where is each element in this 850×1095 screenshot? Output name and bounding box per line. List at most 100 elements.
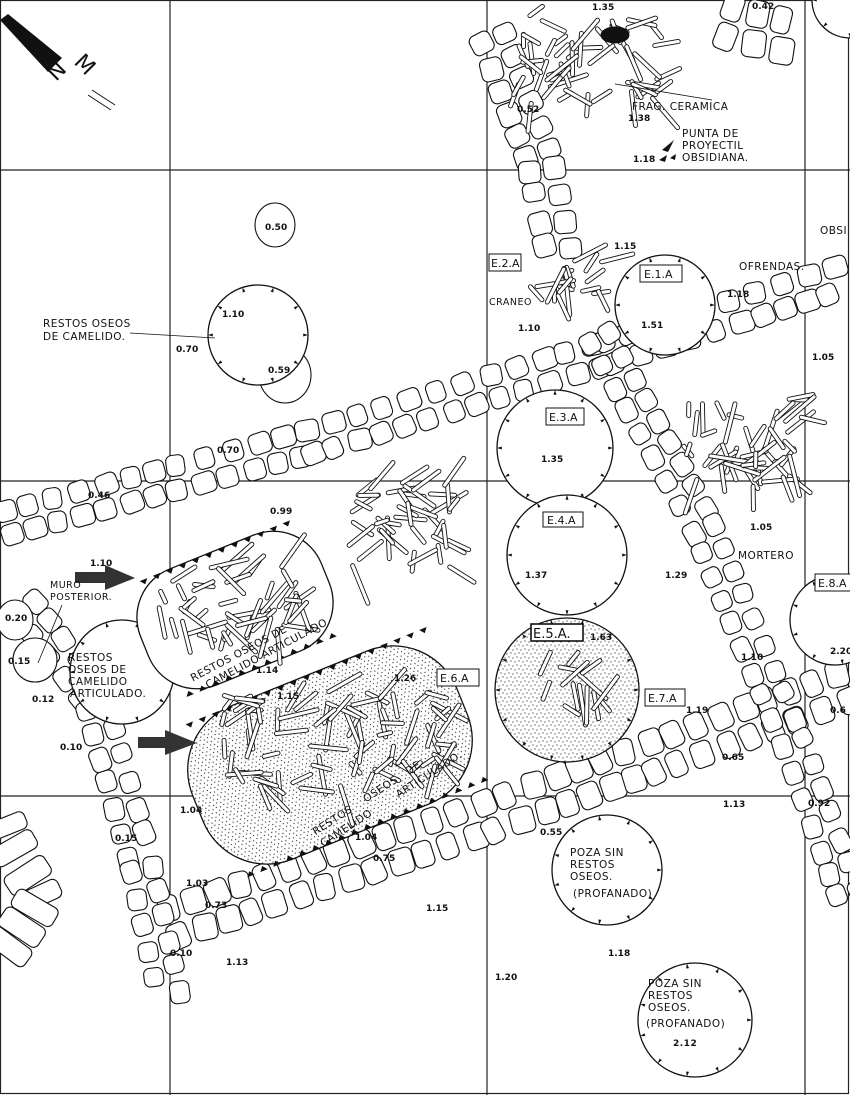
pit-tick [738, 989, 743, 994]
elevation-label: 1.37 [525, 571, 547, 581]
wall-stone [346, 403, 369, 428]
bone [346, 705, 368, 720]
pit-tick [614, 525, 619, 529]
bone [261, 750, 281, 759]
pit-tick [657, 868, 662, 872]
elevation-label: 1.51 [641, 321, 663, 331]
elevation-label: 1.10 [222, 310, 244, 320]
pit-tick [677, 347, 681, 353]
label-restos-articulado: ARTICULADO. [70, 688, 146, 700]
pit-tick [212, 680, 220, 687]
wall-stone [591, 354, 614, 377]
pit-tick [393, 637, 401, 644]
elevation-label: 1.26 [394, 674, 416, 684]
bone [544, 266, 567, 305]
bone [560, 659, 590, 688]
bone [400, 464, 430, 486]
bone [580, 658, 603, 676]
elevation-label: 0.10 [60, 743, 82, 753]
wall-stone [712, 537, 735, 560]
tag-e6a: E.6.A [440, 672, 469, 685]
bone [407, 547, 439, 567]
wall-stone [488, 385, 511, 410]
bone [541, 75, 563, 101]
elevation-label: 1.38 [628, 114, 650, 124]
pit-tick [243, 536, 251, 543]
pit-tick [135, 716, 139, 722]
label-restos-camelido: RESTOS OSEOS [43, 318, 131, 330]
bone [718, 463, 728, 494]
wall-stone [10, 888, 59, 928]
pit-tick [139, 578, 148, 585]
wall-stone [802, 753, 825, 776]
bone [428, 491, 458, 498]
bone [226, 750, 235, 779]
elevation-label: 2.20 [830, 647, 850, 657]
wall-stone [50, 625, 76, 653]
bone [346, 524, 375, 548]
wall-stone [313, 872, 336, 902]
bone [699, 401, 706, 436]
wall-stone [387, 846, 416, 877]
pit-tick [504, 419, 510, 423]
wall-stone [547, 183, 572, 207]
bone [400, 759, 425, 789]
bone [279, 532, 307, 570]
pit-tick [217, 305, 223, 310]
pit-tick [504, 473, 510, 477]
pit-tick [341, 658, 349, 665]
pit-tick [598, 815, 602, 821]
north-arrow-icon: N M [0, 14, 116, 111]
wall-stone [737, 722, 763, 752]
pit-tick [626, 915, 630, 921]
wall-stone [575, 780, 604, 811]
wall-stone [611, 737, 636, 767]
pit-tick [593, 503, 597, 508]
pit-tick [264, 659, 272, 666]
bone [787, 453, 803, 499]
wall-stone [554, 789, 580, 818]
pit-tick [105, 622, 109, 628]
wall-stone [110, 823, 133, 845]
pit-tick [823, 22, 828, 27]
bone [780, 474, 795, 503]
bone [252, 776, 279, 789]
wall-stone [270, 424, 298, 450]
bone [216, 566, 247, 597]
pit-tick [198, 716, 206, 723]
wall-stone [646, 408, 671, 435]
wall-stone [565, 361, 591, 387]
bone [373, 756, 395, 775]
pit-tick [607, 633, 612, 639]
elevation-label: 0.50 [265, 223, 287, 233]
elevation-label: 1.10 [90, 559, 112, 569]
pit-tick [570, 906, 576, 912]
pit-tick [303, 643, 311, 650]
wall-stone [702, 512, 726, 538]
wall-stone [162, 953, 185, 975]
bone [518, 54, 544, 75]
pit [506, 494, 628, 616]
bone [447, 564, 477, 585]
pit-tick [406, 632, 414, 639]
wall-stone [0, 521, 25, 547]
pit-tick [354, 653, 362, 660]
bone [354, 499, 373, 512]
wall-stone [321, 435, 345, 460]
pit-tick [238, 669, 246, 677]
bone [431, 751, 466, 772]
pit-tick [351, 829, 359, 836]
wall-stone [168, 980, 191, 1005]
wall-stone [753, 634, 776, 658]
wall-stone [837, 850, 850, 874]
elevation-label: 0.59 [268, 366, 290, 376]
bone [572, 242, 609, 264]
pit-tick [364, 824, 372, 831]
elevation-label: 1.18 [633, 155, 655, 165]
bone [261, 784, 291, 814]
pit-tick [302, 674, 310, 681]
pit-tick [608, 446, 613, 450]
wall-stone [238, 897, 264, 927]
pit-tick [263, 689, 271, 697]
